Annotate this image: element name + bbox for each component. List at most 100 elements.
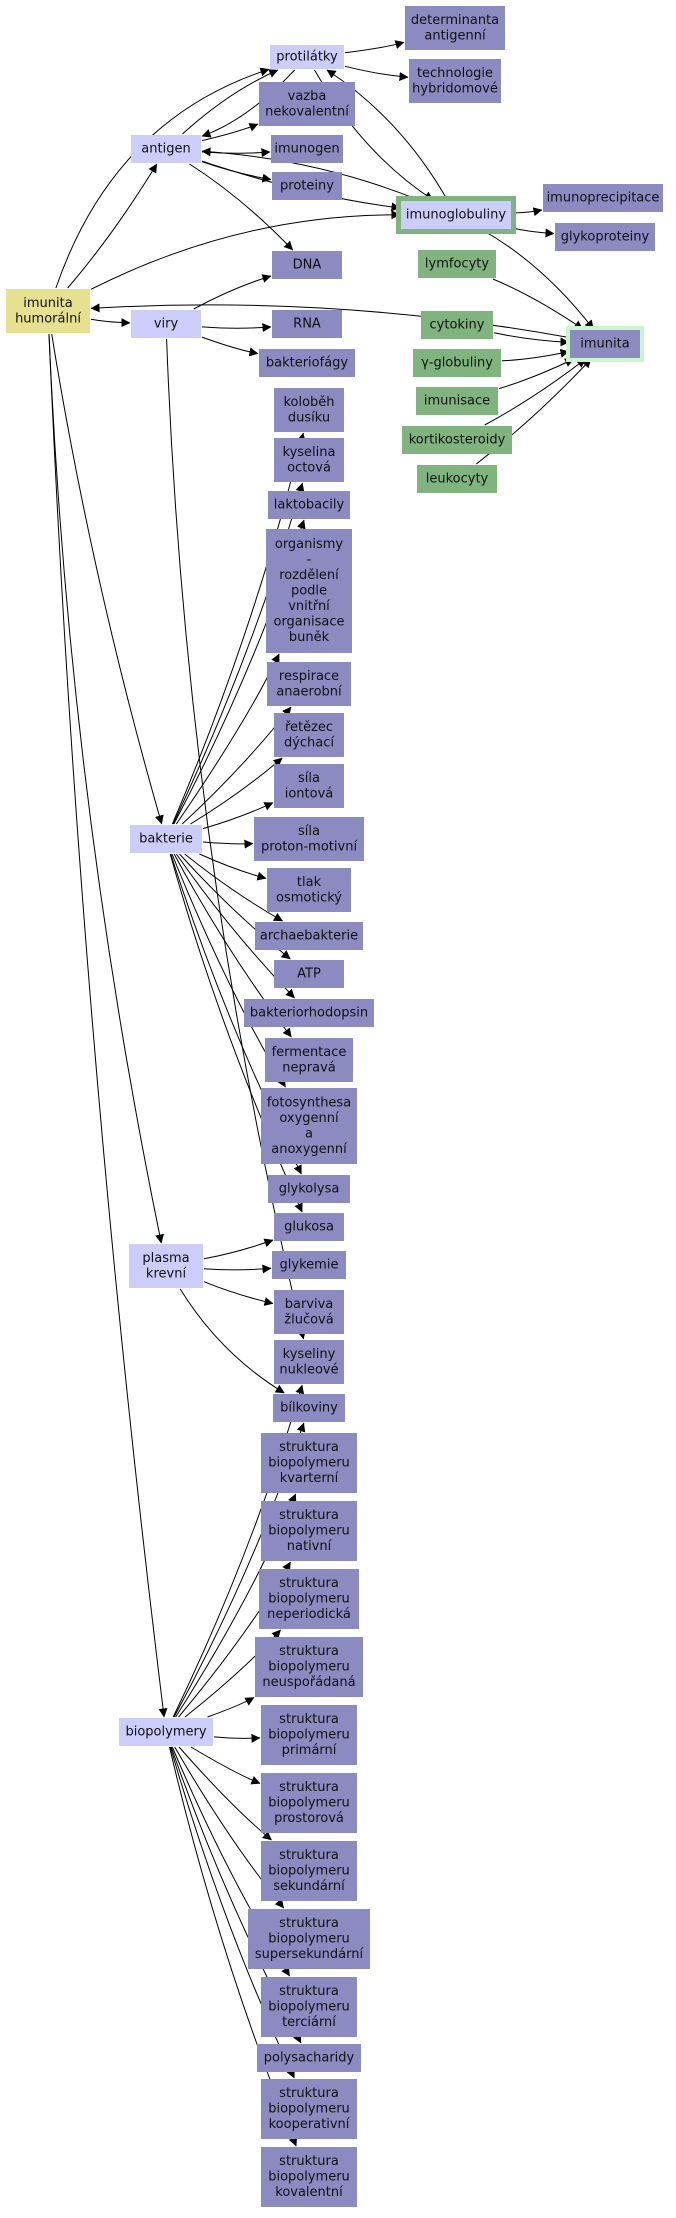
node-organismy[interactable]: organismy-rozdělenípodlevnitřníorganisac… [266, 529, 352, 653]
edge-imunita_humoralni-to-protilatky [55, 67, 270, 289]
node-label: antigen [141, 142, 190, 157]
edge-biopolymery-to-s_kooperativni [169, 1746, 295, 2079]
node-leukocyty[interactable]: leukocyty [417, 465, 497, 493]
node-box [274, 388, 344, 432]
node-bakteriofagy[interactable]: bakteriofágy [259, 349, 355, 377]
node-imunogen[interactable]: imunogen [271, 135, 343, 163]
node-viry[interactable]: viry [131, 310, 201, 338]
node-box [413, 349, 501, 377]
node-laktobacily[interactable]: laktobacily [268, 491, 350, 519]
edge-bakterie-to-glukosa [169, 853, 303, 1213]
node-glykemie[interactable]: glykemie [272, 1251, 346, 1279]
node-polysacharidy[interactable]: polysacharidy [257, 2044, 361, 2072]
node-kortikosteroidy[interactable]: kortikosteroidy [402, 426, 512, 454]
node-label: - [307, 553, 312, 568]
node-imunita[interactable]: imunita [566, 326, 644, 362]
edge-bakterie-to-kolobeh_dusiku [171, 432, 306, 825]
node-archaebakterie[interactable]: archaebakterie [255, 922, 363, 950]
node-label: bakteriofágy [266, 356, 349, 371]
node-label: hybridomové [412, 81, 498, 96]
edge-plasma_krevni-to-bilkoviny [179, 1288, 285, 1394]
node-label: anaerobní [276, 684, 342, 699]
node-antigen[interactable]: antigen [131, 135, 201, 163]
edge-protilatky-to-technologie_hybridomove [344, 65, 409, 81]
node-lymfocyty[interactable]: lymfocyty [418, 250, 496, 278]
edge-imunoglobuliny-to-imunita [482, 229, 594, 330]
node-box [401, 201, 511, 229]
node-glykoproteiny[interactable]: glykoproteiny [555, 223, 655, 251]
node-gama-globuliny[interactable]: γ-globuliny [413, 349, 501, 377]
node-box [130, 825, 202, 853]
node-bilkoviny[interactable]: bílkoviny [273, 1394, 345, 1422]
node-box [254, 817, 364, 861]
node-label: technologie [417, 66, 493, 81]
node-box [255, 1637, 363, 1697]
node-biopolymery[interactable]: biopolymery [119, 1718, 213, 1746]
node-imunisace[interactable]: imunisace [416, 387, 498, 415]
node-protilatky[interactable]: protilátky [270, 45, 344, 69]
node-box [409, 59, 501, 103]
edge-viry-to-dna [193, 274, 272, 310]
node-imunoprecipitace[interactable]: imunoprecipitace [543, 184, 663, 212]
node-label: struktura [279, 1984, 339, 1999]
node-cytokiny[interactable]: cytokiny [421, 311, 493, 339]
node-atp[interactable]: ATP [274, 960, 344, 988]
node-glykolysa[interactable]: glykolysa [268, 1175, 350, 1203]
node-label: imunogen [274, 142, 339, 157]
node-glukosa[interactable]: glukosa [274, 1213, 344, 1241]
node-box [274, 1290, 344, 1334]
node-label: proton-motivní [261, 839, 358, 854]
edge-imunoglobuliny-to-protilatky [326, 69, 448, 201]
node-label: kyselina [283, 445, 336, 460]
node-label: archaebakterie [260, 929, 358, 944]
node-label: struktura [279, 1576, 339, 1591]
node-label: bakterie [139, 832, 193, 847]
node-bakterie[interactable]: bakterie [130, 825, 202, 853]
node-bakteriorhodopsin[interactable]: bakteriorhodopsin [244, 999, 374, 1027]
node-box [131, 310, 201, 338]
node-label: leukocyty [426, 472, 489, 487]
edge-bakterie-to-kyselina_octova [172, 482, 305, 825]
node-label: plasma [142, 1251, 189, 1266]
node-label: rozdělení [279, 568, 339, 583]
node-proteiny[interactable]: proteiny [272, 172, 342, 200]
node-label: RNA [293, 317, 321, 332]
node-label: nativní [287, 1539, 332, 1554]
node-dna[interactable]: DNA [272, 251, 342, 279]
node-imunoglobuliny[interactable]: imunoglobuliny [396, 196, 516, 234]
node-label: struktura [279, 1712, 339, 1727]
node-label: buněk [289, 630, 330, 645]
node-box [261, 1841, 357, 1901]
node-box [261, 2079, 357, 2139]
edge-imunita_humoralni-to-biopolymery [48, 333, 168, 1718]
node-rna[interactable]: RNA [272, 310, 342, 338]
node-label: kyseliny [283, 1347, 336, 1362]
